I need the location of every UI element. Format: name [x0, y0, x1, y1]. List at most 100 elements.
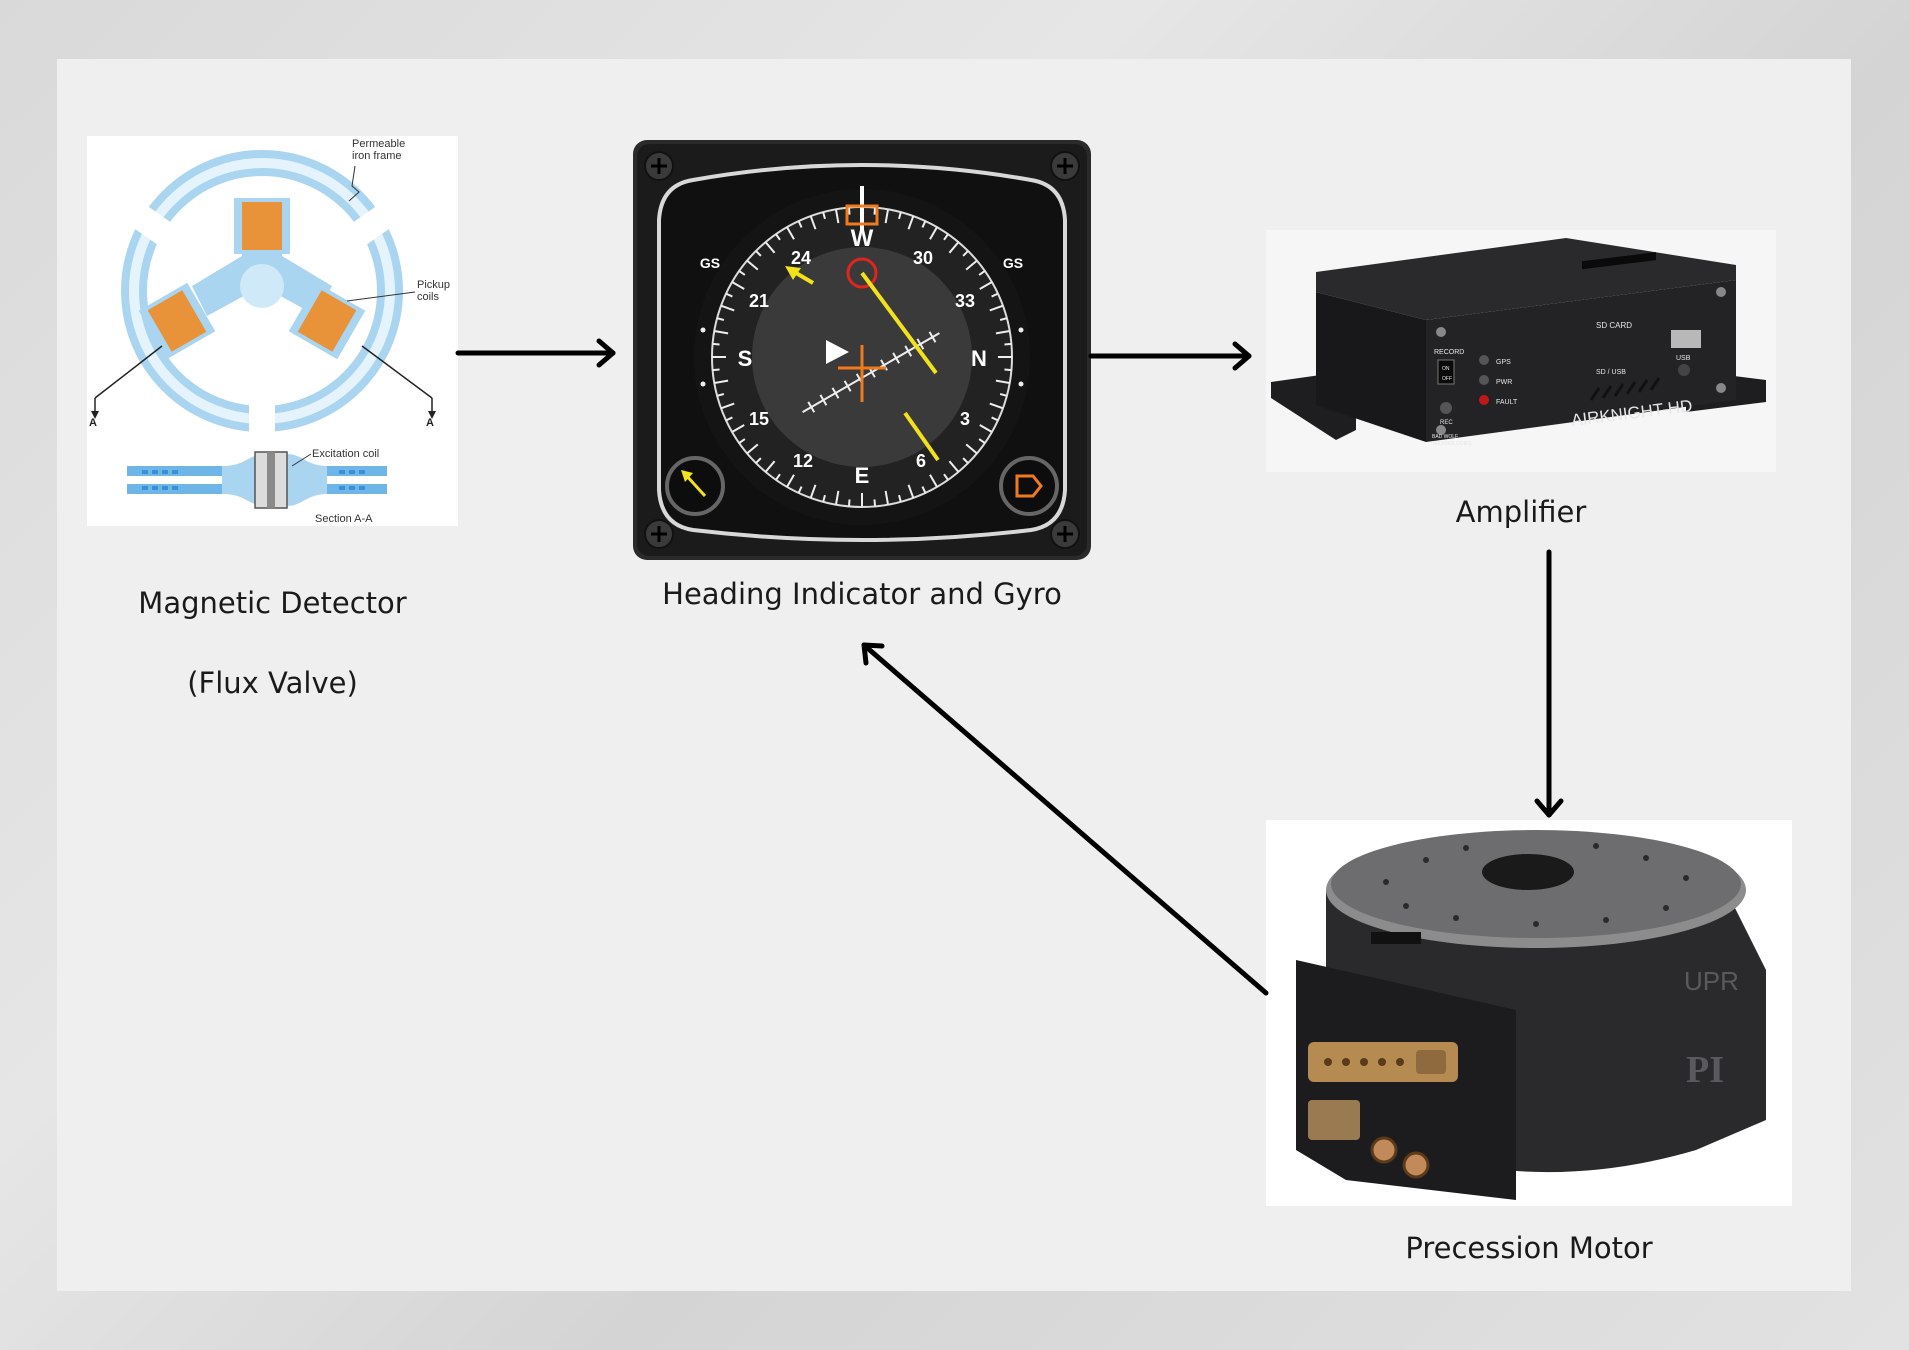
- gs-right-label: GS: [1003, 255, 1023, 271]
- dial-tick: [873, 207, 877, 215]
- dial-tick: [797, 486, 803, 494]
- dial-tick: [929, 474, 938, 488]
- amplifier-image: SD CARD RECORD ON OFF GPS PWR FAULT SD /…: [1266, 230, 1776, 472]
- dial-tick: [929, 226, 938, 240]
- dial-6-label: 6: [916, 451, 926, 471]
- dial-tick: [1004, 368, 1012, 372]
- dial-tick: [962, 250, 969, 257]
- rec-label: REC: [1440, 420, 1453, 426]
- dial-tick: [965, 443, 978, 455]
- dial-tick: [979, 424, 993, 433]
- dial-tick: [731, 281, 745, 290]
- section-aa-label: Section A-A: [315, 513, 373, 525]
- dial-tick: [991, 416, 999, 422]
- sd-card-label: SD CARD: [1596, 321, 1632, 330]
- pwr-label: PWR: [1496, 379, 1512, 386]
- fault-label: FAULT: [1496, 399, 1518, 406]
- dial-tick: [884, 490, 890, 505]
- dial-tick: [775, 233, 781, 241]
- dial-tick: [809, 215, 817, 230]
- arrow-flux-to-indicator: [455, 338, 616, 368]
- dial-tick: [809, 484, 817, 499]
- flux-valve-label-line1: Magnetic Detector: [138, 586, 407, 620]
- upr-label: UPR: [1684, 966, 1739, 996]
- dial-tick: [873, 499, 877, 507]
- maker-line1: BAD WOLF: [1432, 434, 1458, 440]
- flux-valve-label: Magnetic Detector (Flux Valve): [87, 543, 458, 743]
- dial-tick: [948, 241, 960, 254]
- dial-tick: [822, 211, 826, 220]
- cdi-dot: [916, 338, 925, 350]
- dial-tick: [712, 368, 720, 372]
- dial-tick: [716, 317, 725, 321]
- gs-left-label: GS: [700, 255, 720, 271]
- dial-tick: [847, 499, 851, 507]
- cdi-dot: [904, 345, 913, 357]
- dial-tick: [714, 379, 729, 385]
- dial-21-label: 21: [749, 291, 769, 311]
- dial-tick: [775, 473, 781, 481]
- dial-e-label: E: [855, 463, 870, 488]
- dial-tick: [943, 473, 949, 481]
- dial-s-label: S: [738, 346, 753, 371]
- heading-indicator-image: W S N E 24 21 15 12 30 33 3 6 GS GS: [633, 140, 1091, 560]
- dial-tick: [999, 317, 1008, 321]
- dial-tick: [995, 329, 1010, 335]
- dial-tick: [755, 457, 762, 464]
- dial-tick: [989, 304, 1004, 312]
- flux-valve-label-line2: (Flux Valve): [187, 666, 358, 700]
- dial-w-label: W: [851, 225, 874, 252]
- amplifier-label: Amplifier: [1455, 495, 1587, 529]
- cdi-dot: [831, 387, 840, 399]
- dial-tick: [978, 270, 986, 276]
- sd-usb-label: SD / USB: [1596, 369, 1626, 376]
- off-label: OFF: [1442, 376, 1452, 382]
- dial-tick: [725, 292, 733, 298]
- precession-motor-image: UPR PI: [1266, 820, 1792, 1206]
- arrow-motor-to-indicator: [861, 642, 1269, 996]
- pickup-label: Pickup: [417, 279, 450, 291]
- dial-tick: [764, 460, 776, 473]
- dial-tick: [834, 209, 840, 224]
- dial-tick: [943, 233, 949, 241]
- dial-tick: [746, 259, 759, 271]
- usb-label: USB: [1676, 355, 1691, 362]
- dial-15-label: 15: [749, 409, 769, 429]
- dial-tick: [948, 460, 960, 473]
- dial-tick: [786, 226, 795, 240]
- dial-33-label: 33: [955, 291, 975, 311]
- dial-tick: [755, 250, 762, 257]
- maker-line2: TECHNOLOGIES: [1432, 441, 1472, 447]
- dial-tick: [716, 393, 725, 397]
- iron-frame-label: iron frame: [352, 150, 402, 162]
- excitation-coil-label: Excitation coil: [312, 448, 379, 460]
- dial-3-label: 3: [960, 409, 970, 429]
- dial-tick: [714, 329, 729, 335]
- dial-tick: [898, 494, 902, 503]
- pi-logo-text: PI: [1686, 1049, 1724, 1091]
- dial-tick: [822, 494, 826, 503]
- dial-tick: [907, 484, 915, 499]
- dial-tick: [962, 457, 969, 464]
- dial-tick: [847, 207, 851, 215]
- cdi-dot: [843, 380, 852, 392]
- dial-tick: [884, 209, 890, 224]
- dial-tick: [978, 438, 986, 444]
- record-label: RECORD: [1434, 349, 1464, 356]
- dial-tick: [764, 241, 776, 254]
- dial-tick: [1004, 342, 1012, 346]
- dial-tick: [786, 474, 795, 488]
- permeable-label: Permeable: [352, 138, 405, 150]
- dial-tick: [712, 342, 720, 346]
- dial-12-label: 12: [793, 451, 813, 471]
- on-label: ON: [1442, 366, 1450, 372]
- dial-tick: [725, 416, 733, 422]
- dial-n-label: N: [971, 346, 987, 371]
- dial-tick: [995, 379, 1010, 385]
- dial-tick: [720, 304, 735, 312]
- dial-tick: [731, 424, 745, 433]
- section-a-left-label: A: [89, 417, 97, 429]
- heading-indicator-label: Heading Indicator and Gyro: [662, 577, 1062, 611]
- gps-label: GPS: [1496, 359, 1511, 366]
